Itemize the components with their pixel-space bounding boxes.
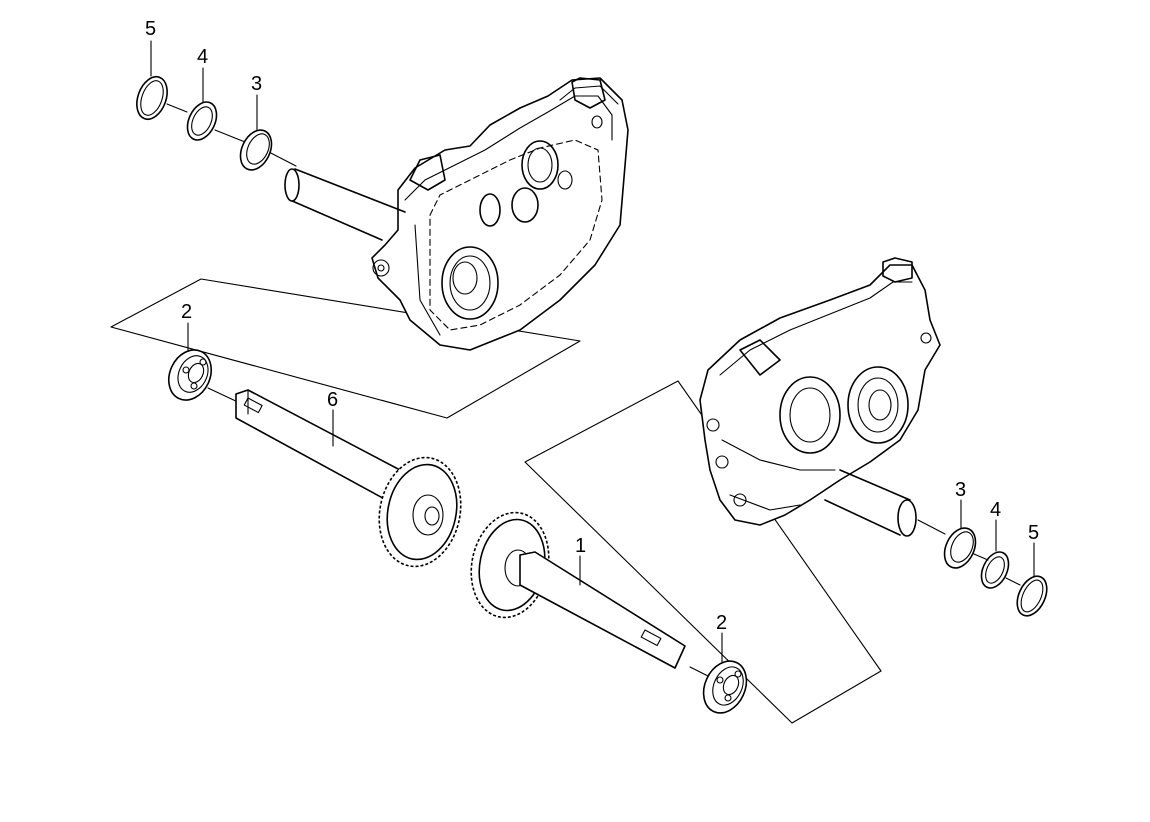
leader-lines xyxy=(150,40,1035,663)
circlip-right xyxy=(1016,575,1048,617)
seal-top xyxy=(239,129,273,171)
bearing-bottom xyxy=(702,660,748,714)
shaft-6 xyxy=(235,389,401,503)
shaft-tube-left xyxy=(264,149,406,241)
callout-1: 1 xyxy=(575,535,586,557)
callout-2-bottom: 2 xyxy=(716,612,727,634)
gear-6 xyxy=(378,456,462,568)
callout-4-right: 4 xyxy=(990,499,1001,521)
callout-2-left: 2 xyxy=(181,301,192,323)
callout-5-right: 5 xyxy=(1028,522,1039,544)
shaft-tube-right xyxy=(824,469,946,537)
assembly-frame-left xyxy=(110,278,581,419)
washer-top xyxy=(186,101,246,143)
callout-3-top: 3 xyxy=(251,73,262,95)
washer-right xyxy=(980,551,1021,589)
circlip-top xyxy=(136,75,188,121)
gearbox-housing-left xyxy=(371,77,629,351)
callout-6: 6 xyxy=(327,389,338,411)
assembly-frame-right xyxy=(524,380,882,724)
bearing-left xyxy=(168,349,241,404)
shaft-1 xyxy=(519,551,711,678)
gearbox-housing-right xyxy=(699,257,941,526)
seal-right xyxy=(943,527,989,569)
callout-4-top: 4 xyxy=(197,46,208,68)
callout-3-right: 3 xyxy=(955,479,966,501)
callout-5-top: 5 xyxy=(145,18,156,40)
